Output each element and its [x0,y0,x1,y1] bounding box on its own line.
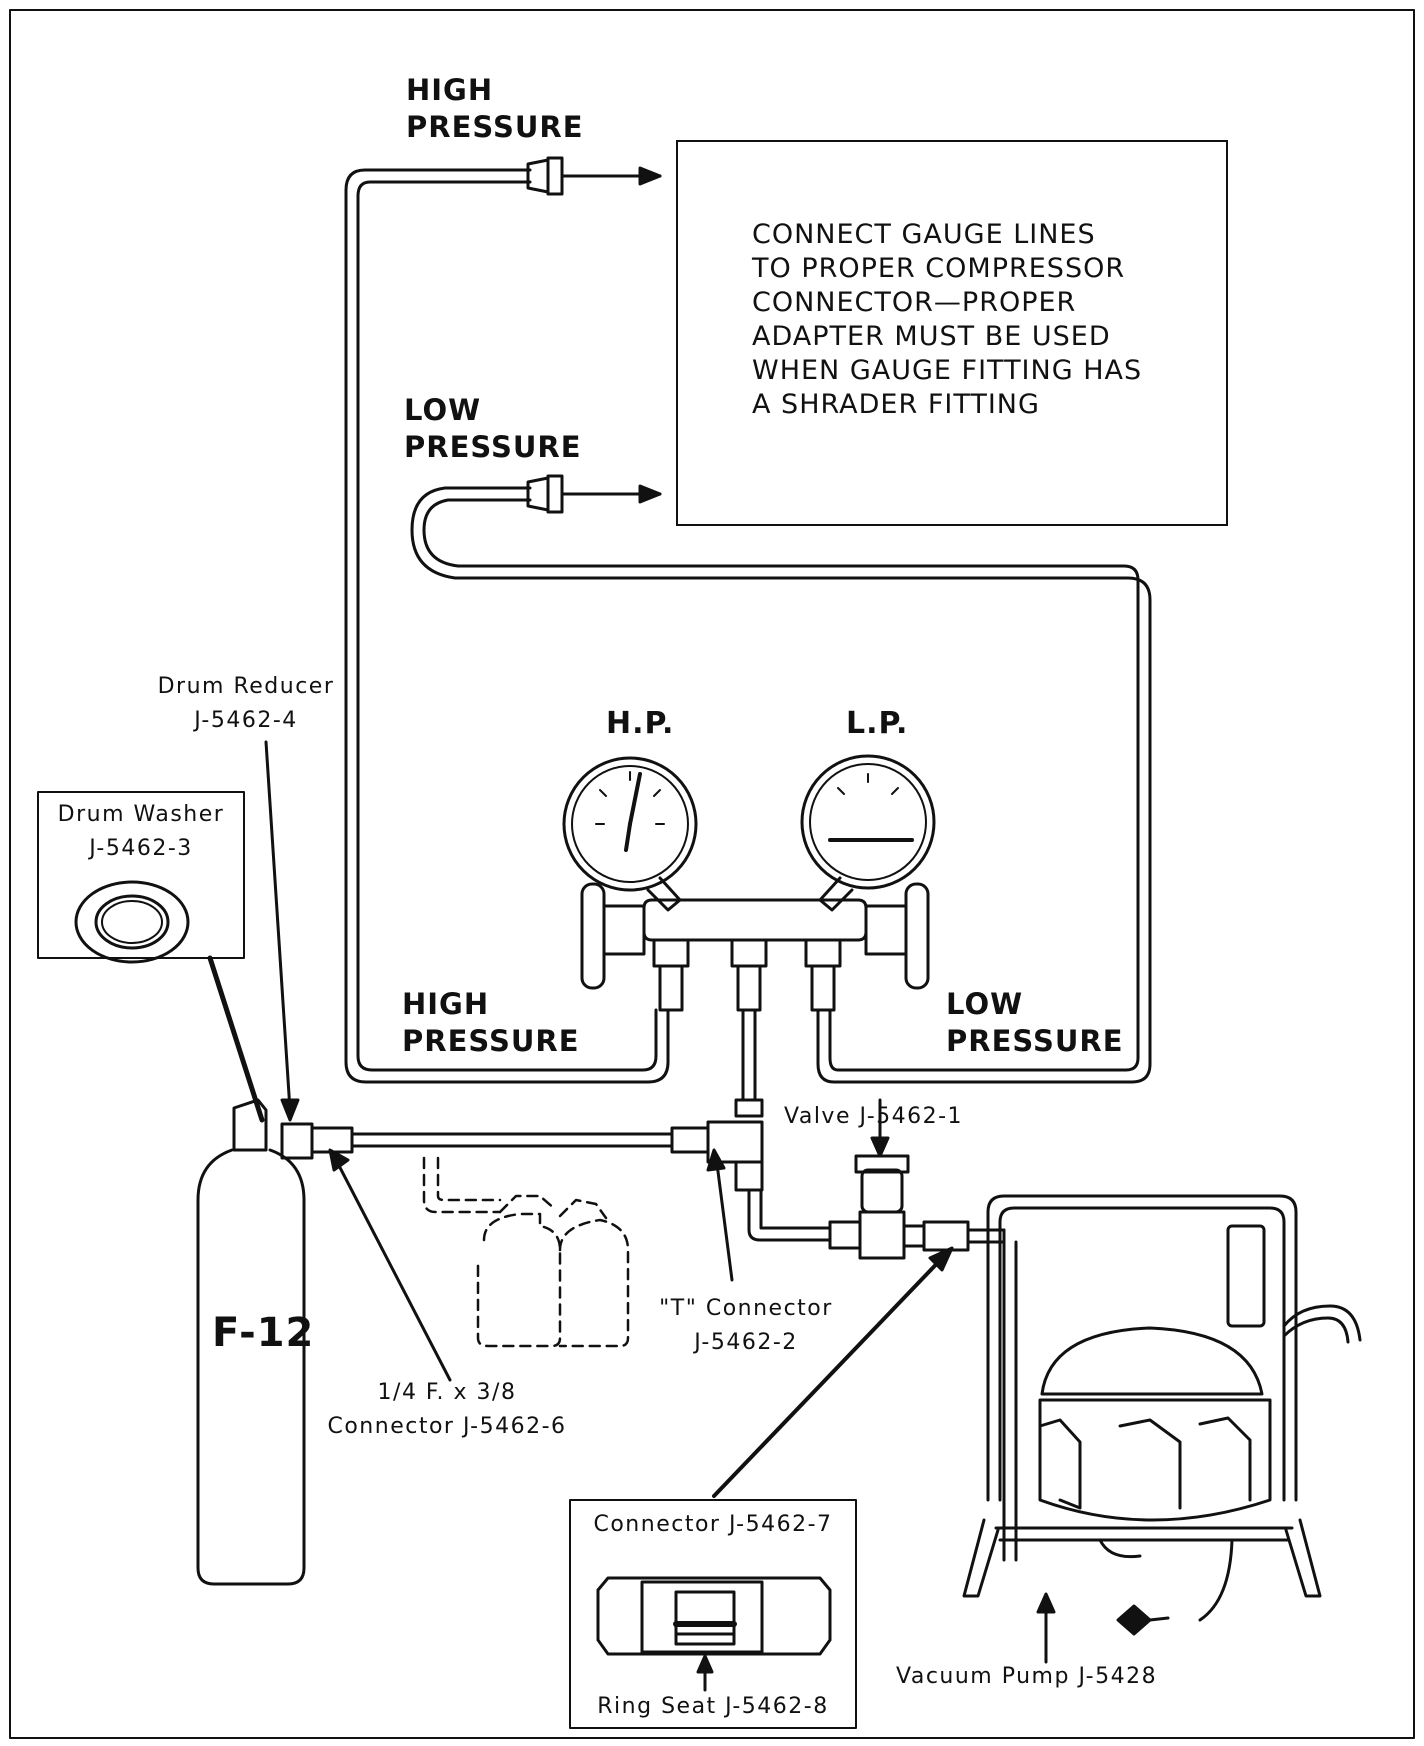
low-pressure-hose [410,486,1152,1084]
alternate-cylinders-dashed [422,1156,630,1348]
connector-7-label: Connector J-5462-7 [593,1512,833,1537]
high-pressure-label-bottom: HIGH PRESSURE [402,986,580,1060]
vacuum-pump-label: Vacuum Pump J-5428 [896,1664,1158,1689]
low-pressure-label-top-line1: LOW [404,393,482,427]
low-pressure-label-bottom-line1: LOW [946,987,1024,1021]
high-pressure-hose [344,168,670,1084]
high-pressure-label-bottom-line2: PRESSURE [402,1024,580,1058]
supply-line [280,1120,832,1242]
drum-washer-name: Drum Washer [57,802,225,827]
outer-frame [9,9,1415,1739]
instruction-line: ADAPTER MUST BE USED [752,321,1111,352]
low-pressure-label-bottom: LOW PRESSURE [946,986,1124,1060]
high-pressure-label-top-line2: PRESSURE [406,110,584,144]
valve [828,1098,1006,1260]
high-pressure-gauge [562,756,698,892]
high-pressure-label-top-line1: HIGH [406,73,494,107]
t-connector-name: "T" Connector [659,1296,833,1321]
cylinder-label: F-12 [212,1310,315,1356]
t-connector-label: "T" Connector J-5462-2 [636,1292,856,1360]
low-pressure-label-bottom-line2: PRESSURE [946,1024,1124,1058]
low-pressure-gauge [800,754,936,890]
gauge-lp-label: L.P. [846,706,909,741]
leader-lines [207,740,1056,1664]
connector-6-label: 1/4 F. x 3/8 Connector J-5462-6 [316,1376,578,1444]
instruction-line: CONNECT GAUGE LINES [752,219,1096,250]
high-pressure-hose-fitting [526,156,662,196]
instruction-text: CONNECT GAUGE LINES TO PROPER COMPRESSOR… [752,218,1142,422]
t-connector-part: J-5462-2 [694,1330,798,1355]
drum-washer-box [37,791,245,964]
low-pressure-label-top-line2: PRESSURE [404,430,582,464]
instruction-line: A SHRADER FITTING [752,389,1040,420]
gauge-hp-label: H.P. [606,706,675,741]
connector-6-part: Connector J-5462-6 [327,1414,567,1439]
drum-washer-part: J-5462-3 [89,836,193,861]
low-pressure-hose-fitting [526,474,662,514]
ring-seat-label: Ring Seat J-5462-8 [597,1694,829,1719]
low-pressure-label-top: LOW PRESSURE [404,392,582,466]
instruction-box [676,140,1228,526]
vacuum-pump [962,1194,1362,1636]
instruction-line: CONNECTOR—PROPER [752,287,1077,318]
valve-label: Valve J-5462-1 [784,1104,964,1129]
high-pressure-label-bottom-line1: HIGH [402,987,490,1021]
drum-reducer-part: J-5462-4 [194,708,298,733]
drum-reducer-label: Drum Reducer J-5462-4 [146,670,346,738]
high-pressure-label-top: HIGH PRESSURE [406,72,584,146]
gauge-manifold [562,754,936,1012]
f12-cylinder [196,1098,306,1586]
connector-6-size: 1/4 F. x 3/8 [377,1380,517,1405]
instruction-line: WHEN GAUGE FITTING HAS [752,355,1143,386]
drum-reducer-name: Drum Reducer [157,674,335,699]
instruction-line: TO PROPER COMPRESSOR [752,253,1126,284]
connector-inset-box [569,1499,857,1729]
center-line [734,1008,764,1118]
drum-washer-label: Drum Washer J-5462-3 [40,798,242,866]
